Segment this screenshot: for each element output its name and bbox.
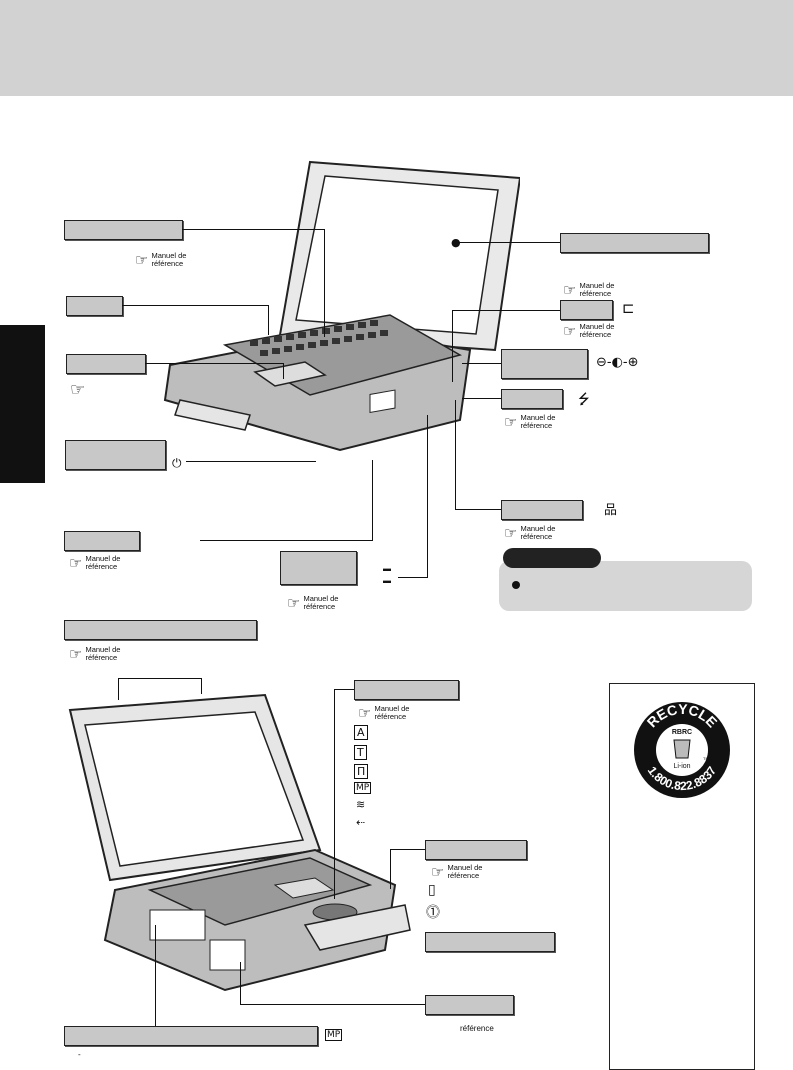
mp-icon: MP <box>325 1029 343 1041</box>
leader-line <box>372 460 373 541</box>
leader-line <box>240 1004 425 1005</box>
leader-line <box>334 689 335 899</box>
leader-line <box>145 363 283 364</box>
leader-line <box>462 363 501 364</box>
pointing-hand-icon: ☞ <box>504 524 518 542</box>
leader-line <box>390 849 391 889</box>
note-header <box>503 548 601 568</box>
leader-line <box>122 305 268 306</box>
label-serial <box>560 300 613 320</box>
leader-line <box>455 509 501 510</box>
leader-line <box>462 398 501 399</box>
hdd-icon: ≋ <box>356 798 366 811</box>
laptop-illustration-bottom <box>68 693 411 992</box>
slot-mark: ▬ <box>383 576 391 585</box>
pointing-hand-icon: ☞ <box>69 554 83 572</box>
leader-line <box>452 310 453 382</box>
leader-line <box>390 849 425 850</box>
label-keyboard <box>64 220 183 240</box>
leader-line <box>455 400 456 510</box>
pointing-hand-icon: ☞ <box>504 413 518 431</box>
port-icon: ⊏ <box>622 299 635 317</box>
caps-lock-icon: A <box>354 725 368 740</box>
rbrc-recycle-seal: RECYCLE 1.800.822.8837 RBRC Li-ion TM <box>634 701 730 798</box>
label-power-switch <box>65 440 166 470</box>
scroll-lock-icon: Π <box>354 764 369 779</box>
bullet <box>512 581 520 589</box>
leader-line <box>456 242 560 243</box>
network-icon: 品 <box>604 503 618 518</box>
pointing-hand-icon: ☞ <box>563 281 577 299</box>
leader-line <box>452 310 560 311</box>
label-dc-in <box>501 349 588 379</box>
leader-line <box>240 962 241 1005</box>
label-usb <box>501 389 563 409</box>
svg-text:Li-ion: Li-ion <box>673 763 690 770</box>
header-band <box>0 0 793 96</box>
leader-line <box>155 925 156 1026</box>
power-icon: ⏻ <box>172 456 182 470</box>
label-display <box>560 233 709 253</box>
note-box <box>499 561 752 611</box>
label-pc-card <box>280 551 357 585</box>
leader-line <box>283 363 284 379</box>
pointing-hand-icon: ☞ <box>431 863 445 881</box>
multimedia-pocket-icon: MP <box>354 782 372 794</box>
leader-line <box>182 229 325 230</box>
pointing-hand-icon: ☞ <box>69 645 83 663</box>
label-indicators <box>354 680 459 700</box>
label-lan <box>501 500 583 520</box>
label-small-1 <box>66 296 123 316</box>
bottom-mark: - <box>78 1050 81 1059</box>
display-point: ● <box>451 236 461 249</box>
svg-text:RBRC: RBRC <box>672 729 692 736</box>
pointing-hand-icon: ☞ <box>70 380 86 400</box>
svg-text:TM: TM <box>703 756 709 761</box>
leader-line <box>201 678 202 694</box>
label-drive <box>64 531 140 551</box>
leader-line <box>200 540 372 541</box>
pointing-hand-icon: ☞ <box>135 251 149 269</box>
label-carrying-handle <box>425 932 555 952</box>
leader-line <box>334 689 354 690</box>
dc-polarity-icon: ⊖-◐-⊕ <box>596 355 639 370</box>
label-touchpad <box>66 354 146 374</box>
leader-line <box>118 678 202 679</box>
usb-icon: ⭍ <box>578 392 590 408</box>
pointing-hand-icon: ☞ <box>563 322 577 340</box>
leader-line <box>324 229 325 337</box>
recycle-panel: RECYCLE 1.800.822.8837 RBRC Li-ion TM <box>609 683 755 1070</box>
leader-line <box>427 415 428 578</box>
leader-line <box>398 577 428 578</box>
label-battery <box>425 840 527 860</box>
leader-line <box>186 461 316 462</box>
wireless-icon: ⇠ <box>356 816 366 829</box>
label-wireless-antenna <box>64 620 257 640</box>
laptop-illustration-top <box>163 160 520 452</box>
label-multimedia-pocket <box>425 995 514 1015</box>
label-expansion-bay <box>64 1026 318 1046</box>
leader-line <box>118 678 119 700</box>
battery-icon: ▯ <box>428 882 436 898</box>
numlock-icon: T <box>354 745 367 760</box>
side-tab <box>0 325 45 483</box>
pointing-hand-icon: ☞ <box>358 704 372 722</box>
pointing-hand-icon: ☞ <box>287 594 301 612</box>
battery-release-icon: ⓵ <box>426 905 440 921</box>
leader-line <box>268 305 269 335</box>
slot-mark: ▬ <box>383 564 391 573</box>
reference-text: référence <box>460 1024 494 1033</box>
